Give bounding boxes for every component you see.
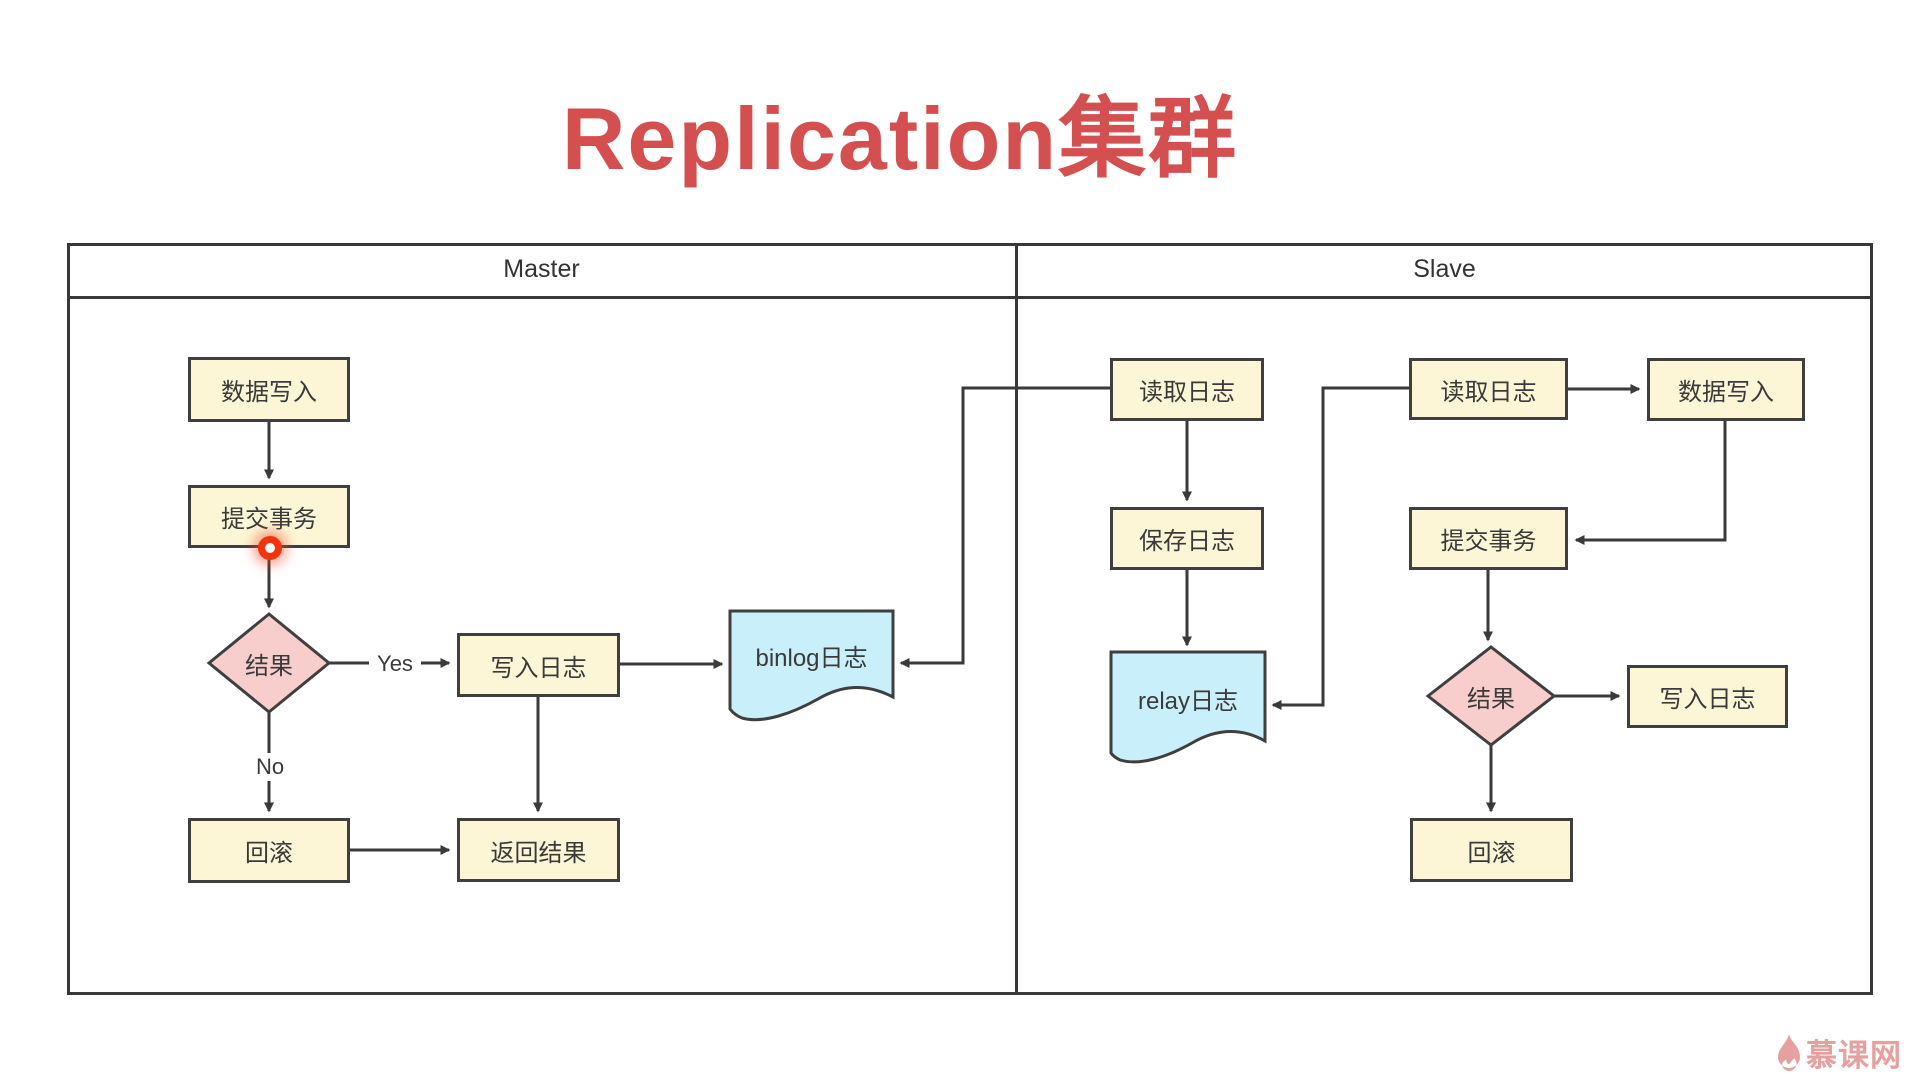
master-result-diamond bbox=[206, 612, 332, 714]
master-panel-header: Master bbox=[503, 255, 580, 283]
page-title: Replication集群 bbox=[561, 89, 1239, 188]
master-data-write-box: 数据写入 bbox=[188, 357, 350, 422]
table-header-divider bbox=[67, 296, 1873, 299]
yes-edge-label: Yes bbox=[369, 650, 421, 677]
brand-text: 慕课网 bbox=[1806, 1038, 1902, 1073]
slave-commit-box: 提交事务 bbox=[1409, 507, 1568, 570]
relay-document-shape bbox=[1109, 650, 1267, 764]
master-return-result-box: 返回结果 bbox=[457, 818, 620, 882]
binlog-document-shape bbox=[728, 609, 895, 722]
slave-panel-header: Slave bbox=[1413, 255, 1476, 283]
slave-save-log-box: 保存日志 bbox=[1110, 507, 1264, 570]
flame-icon bbox=[1778, 1033, 1800, 1071]
brand-watermark: 慕课网 bbox=[1776, 1030, 1902, 1075]
edge-slave-write-to-commit bbox=[1574, 421, 1727, 545]
slave-result-diamond bbox=[1425, 645, 1557, 747]
master-slave-divider bbox=[1015, 243, 1018, 995]
master-write-log-box: 写入日志 bbox=[457, 633, 620, 697]
edge-slave-readlog1-to-binlog bbox=[899, 386, 1110, 668]
no-edge-label: No bbox=[245, 753, 295, 781]
edge-slave-readlog2-to-relaylog bbox=[1271, 386, 1409, 710]
cluster-table-frame bbox=[67, 243, 1873, 995]
slave-read-log-1-box: 读取日志 bbox=[1110, 358, 1264, 421]
slave-read-log-2-box: 读取日志 bbox=[1409, 358, 1568, 420]
click-indicator-dot bbox=[258, 536, 282, 560]
master-rollback-box: 回滚 bbox=[188, 818, 350, 883]
slave-write-log-box: 写入日志 bbox=[1627, 665, 1788, 728]
slave-data-write-box: 数据写入 bbox=[1647, 358, 1805, 421]
slave-rollback-box: 回滚 bbox=[1410, 818, 1573, 882]
